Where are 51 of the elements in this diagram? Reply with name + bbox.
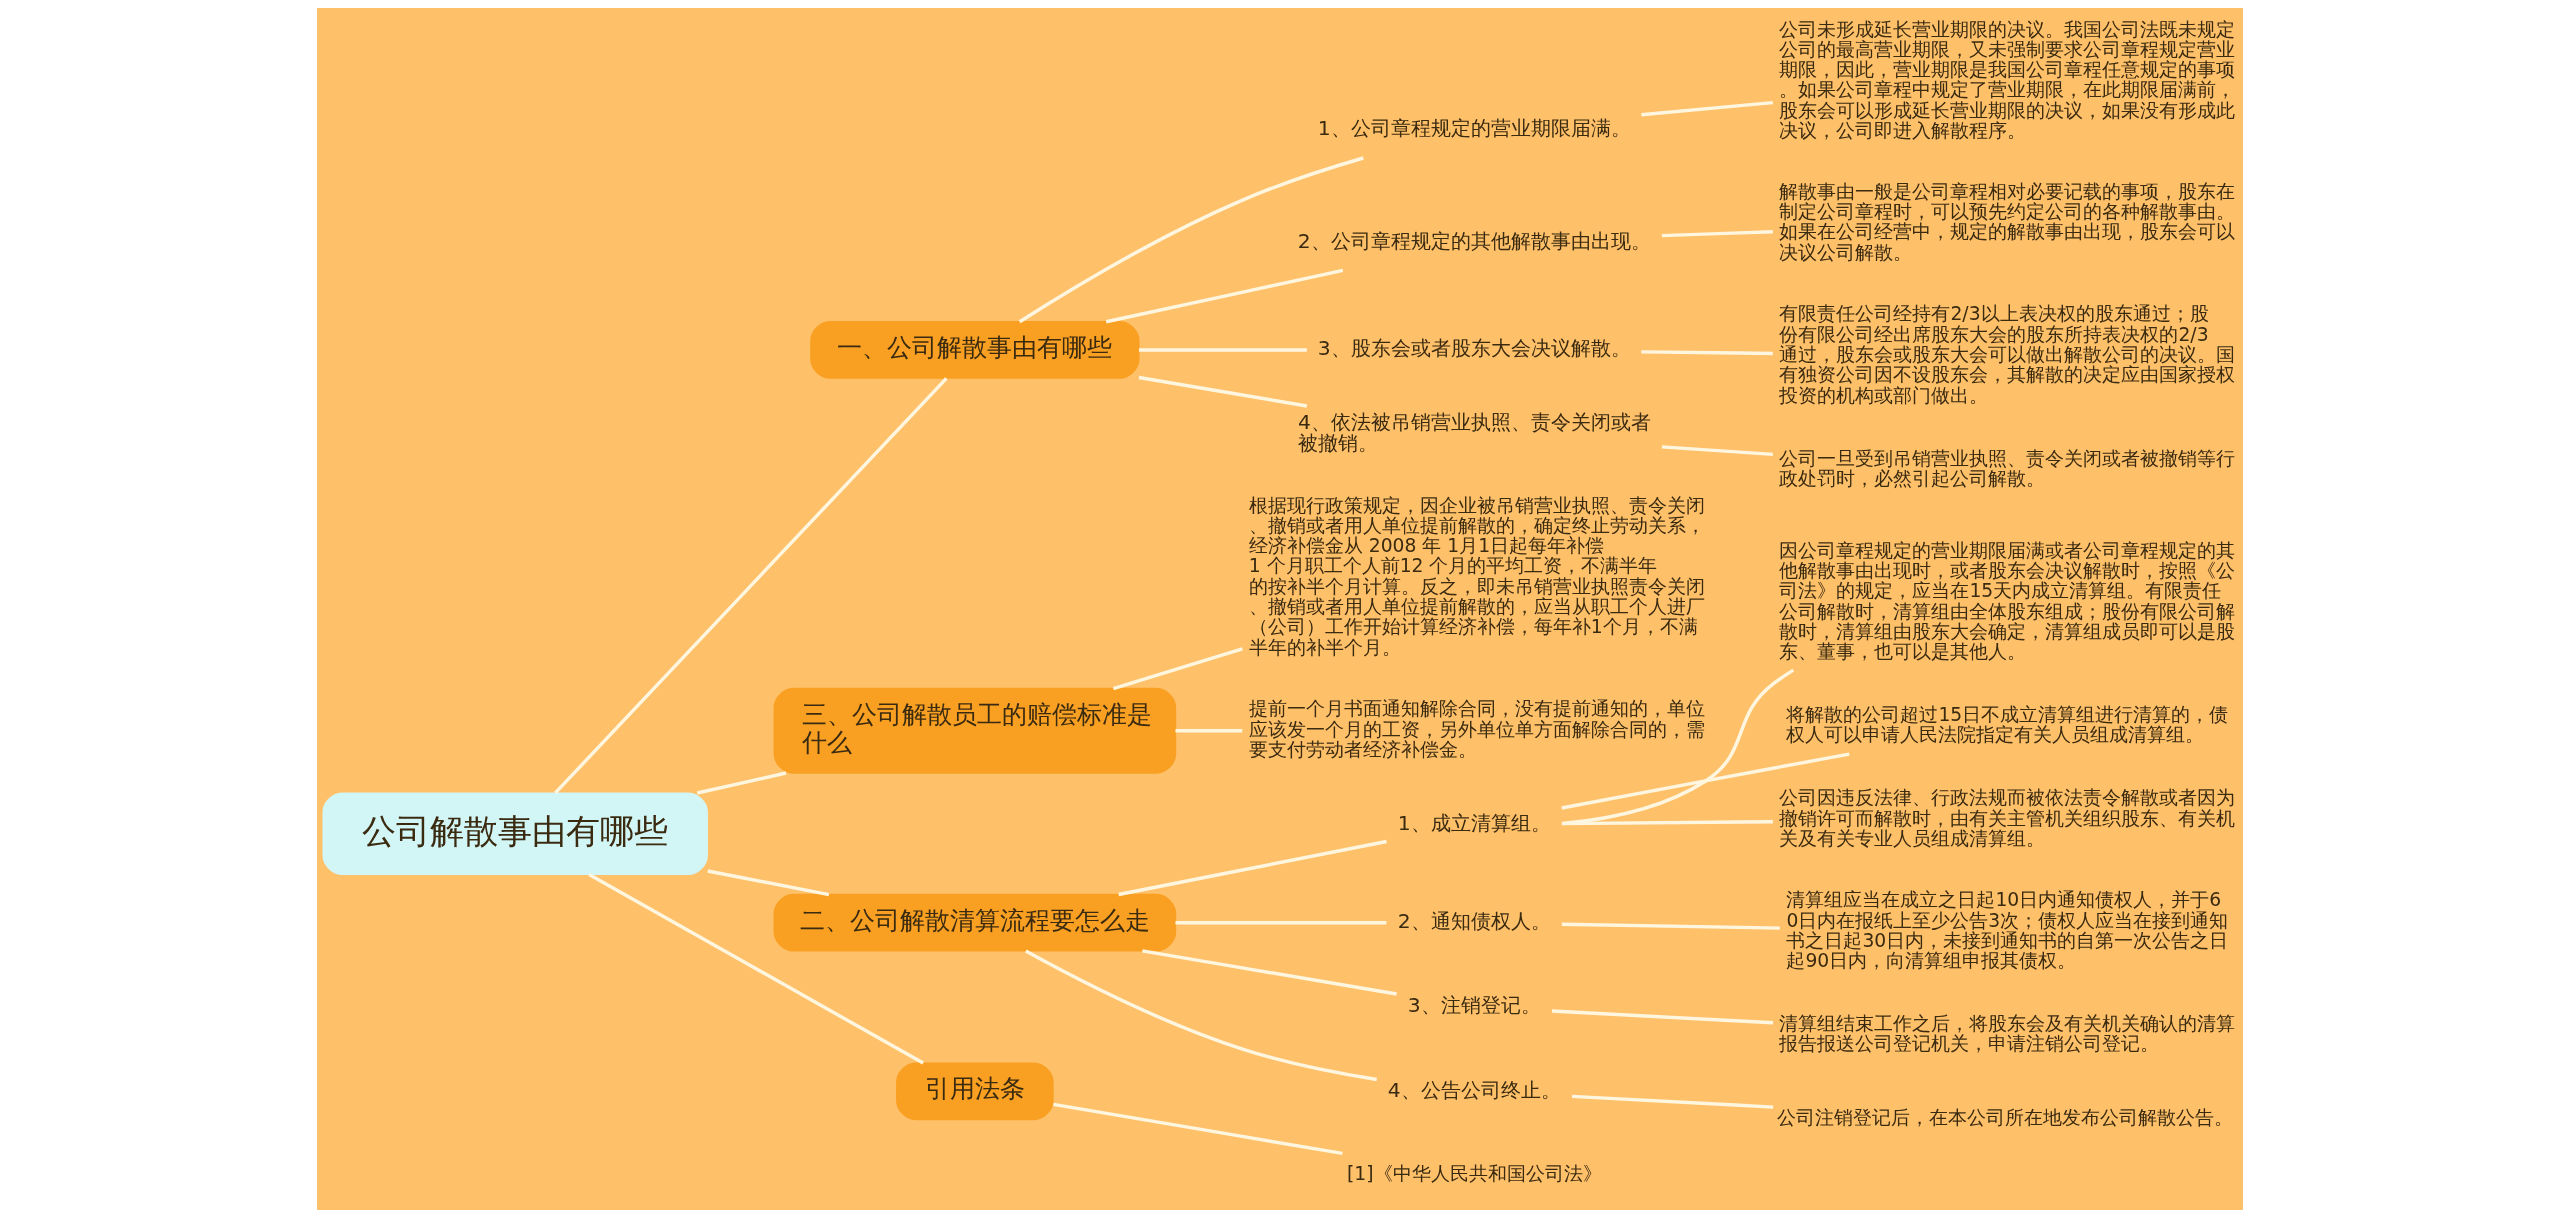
connector bbox=[1112, 647, 1243, 691]
connector bbox=[1561, 668, 1795, 826]
node-text: 解散事由一般是公司章程相对必要记载的事项，股东在制定公司章程时，可以预先约定公司的各种解散事由。如果在公司经营中，规定的解散事由出现，股东会可以决议公司解散。 bbox=[1779, 180, 2236, 263]
connector bbox=[1571, 1094, 1774, 1109]
node-box: 公司解散事由有哪些 bbox=[322, 792, 708, 876]
connector bbox=[1641, 100, 1773, 117]
node-text: 4、依法被吊销营业执照、责令关闭或者被撤销。 bbox=[1297, 409, 1651, 456]
node-text: 根据现行政策规定，因企业被吊销营业执照、责令关闭、撤销或者用人单位提前解散的，确定终止劳动关系，经济补偿金从 2008 年 1月1日起每年补偿 1 个月职工个人前12 个月的平均工资，不满半年的按补半个月计算。反之，即未吊销营业执照责令关闭、撤销或者用人单位提前解散的，应当从职工个人进厂（公司）工作开始计算经济补偿，每年补1个月，不满半年的补半个月。 bbox=[1248, 494, 1705, 658]
connector bbox=[1661, 445, 1773, 457]
node-text: 2、公司章程规定的其他解散事由出现。 bbox=[1297, 228, 1651, 253]
node-text: 提前一个月书面通知解除合同，没有提前通知的，单位应该发一个月的工资，另外单位单方面解除合同的，需要支付劳动者经济补偿金。 bbox=[1248, 698, 1705, 760]
node-text: 公司因违反法律、行政法规而被依法责令解散或者因为撤销许可而解散时，由有关主管机关组织股东、有关机关及有关专业人员组成清算组。 bbox=[1779, 787, 2236, 849]
connector bbox=[1551, 1009, 1774, 1025]
node-text: 4、公告公司终止。 bbox=[1387, 1077, 1561, 1102]
node-text: [1]《中华人民共和国公司法》 bbox=[1347, 1163, 1602, 1185]
connector bbox=[588, 873, 924, 1065]
node-text: 3、注销登记。 bbox=[1407, 993, 1541, 1018]
node-text: 1、成立清算组。 bbox=[1397, 810, 1551, 835]
node-text: 将解散的公司超过15日不成立清算组进行清算的，债权人可以申请人民法院指定有关人员组成清算组。 bbox=[1786, 703, 2229, 746]
node-text: 有限责任公司经持有2/3以上表决权的股东通过；股份有限公司经出席股东大会的股东所持表决权的2/3通过，股东会或股东大会可以做出解散公司的决议。国有独资公司因不设股东会，其解散的决定应由国家授权投资的机构或部门做出。 bbox=[1779, 303, 2236, 406]
connector bbox=[707, 869, 830, 897]
connector bbox=[1138, 375, 1308, 408]
connector bbox=[1561, 752, 1850, 810]
connector bbox=[1142, 949, 1397, 996]
connector bbox=[1175, 729, 1243, 733]
node-text: 3、股东会或者股东大会决议解散。 bbox=[1317, 336, 1631, 361]
node-text: 公司注销登记后，在本公司所在地发布公司解散公告。 bbox=[1776, 1107, 2233, 1129]
connector bbox=[1138, 348, 1307, 352]
node-text: 因公司章程规定的营业期限届满或者公司章程规定的其他解散事由出现时，或者股东会决议解散时，按照《公司法》的规定，应当在15天内成立清算组。有限责任公司解散时，清算组由全体股东组成；股份有限公司解散时，清算组由股东大会确定，清算组成员即可以是股东、董事，也可以是其他人。 bbox=[1779, 539, 2236, 663]
node-text: 公司一旦受到吊销营业执照、责令关闭或者被撤销等行政处罚时，必然引起公司解散。 bbox=[1779, 447, 2236, 490]
connector bbox=[1561, 820, 1773, 826]
connector bbox=[1105, 268, 1344, 324]
connector bbox=[1025, 949, 1377, 1082]
node-text: 2、通知债权人。 bbox=[1397, 909, 1551, 934]
node-text: 清算组应当在成立之日起10日内通知债权人，并于60日内在报纸上至少公告3次；债权人应当在接到通知书之日起30日内，未接到通知书的自第一次公告之日起90日内，向清算组申报其债权。 bbox=[1786, 889, 2229, 972]
node-text: 公司未形成延长营业期限的决议。我国公司法既未规定公司的最高营业期限，又未强制要求公司章程规定营业期限，因此，营业期限是我国公司章程任意规定的事项。如果公司章程中规定了营业期限，在此期限届满前，股东会可以形成延长营业期限的决议，如果没有形成此决议，公司即进入解散程序。 bbox=[1779, 18, 2236, 142]
connector bbox=[696, 771, 787, 795]
node-box: 三、公司解散员工的赔偿标准是什么 bbox=[773, 687, 1177, 774]
connector bbox=[1175, 921, 1387, 925]
connector bbox=[1641, 350, 1773, 356]
connector bbox=[1118, 839, 1387, 897]
node-text: 清算组结束工作之后，将股东会及有关机关确认的清算报告报送公司登记机关，申请注销公司登记。 bbox=[1779, 1012, 2236, 1055]
node-box: 二、公司解散清算流程要怎么走 bbox=[773, 893, 1177, 952]
connector bbox=[1018, 156, 1364, 324]
connector bbox=[1053, 1102, 1343, 1156]
connector bbox=[1661, 229, 1773, 238]
connector bbox=[1561, 922, 1780, 930]
connector bbox=[554, 377, 948, 795]
node-box: 引用法条 bbox=[896, 1062, 1054, 1121]
node-box: 一、公司解散事由有哪些 bbox=[810, 321, 1140, 379]
node-text: 1、公司章程规定的营业期限届满。 bbox=[1317, 116, 1631, 141]
